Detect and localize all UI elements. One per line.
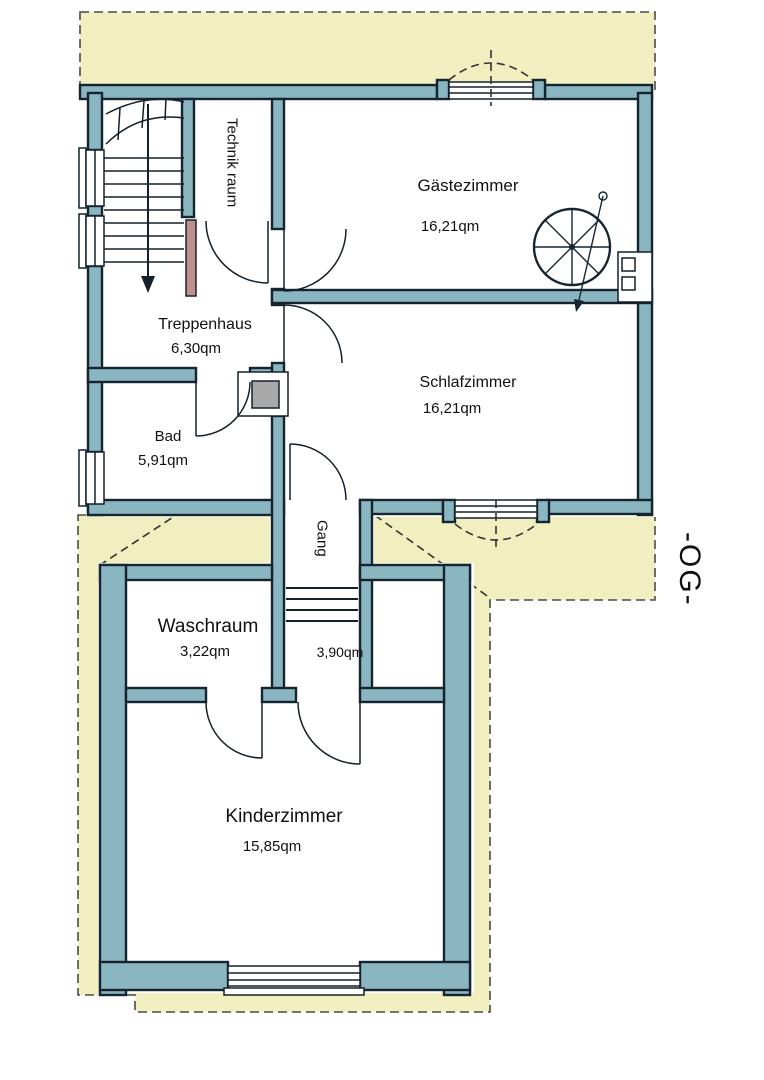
room-label-gang: Gang [313,520,331,557]
room-area-kinderzimmer: 15,85qm [242,838,302,855]
room-label-treppenhaus: Treppenhaus [158,316,252,333]
room-area-schlafzimmer: 16,21qm [422,400,482,417]
chimney [617,251,653,303]
door-arcs [195,220,361,765]
technikraum-name-line1: Technik [223,118,241,169]
vent-shaft [237,371,289,417]
room-label-technikraum: Technik raum [224,118,241,207]
room-area-waschraum: 3,22qm [179,643,231,660]
spiral-staircase-icon [532,191,612,312]
room-label-schlafzimmer: Schlafzimmer [419,374,517,391]
room-area-treppenhaus: 6,30qm [170,340,222,357]
room-label-waschraum: Waschraum [157,616,259,637]
bay-window-top [435,50,547,106]
floor-label-og: -OG- [673,532,706,607]
room-area-gang: 3,90qm [316,644,364,660]
gang-steps [286,587,358,622]
room-label-bad: Bad [154,428,182,445]
room-label-gaestezimmer: Gästezimmer [417,176,519,195]
main-staircase-icon [104,97,197,297]
technikraum-name-line2: raum [223,173,241,208]
walls-lower-wing [98,563,472,997]
room-area-gaestezimmer: 16,21qm [420,218,480,235]
bay-window-bottom [441,498,551,552]
windows [78,147,365,996]
room-area-bad: 5,91qm [137,452,189,469]
room-label-kinderzimmer: Kinderzimmer [225,806,343,827]
roof-area-top [79,11,656,93]
